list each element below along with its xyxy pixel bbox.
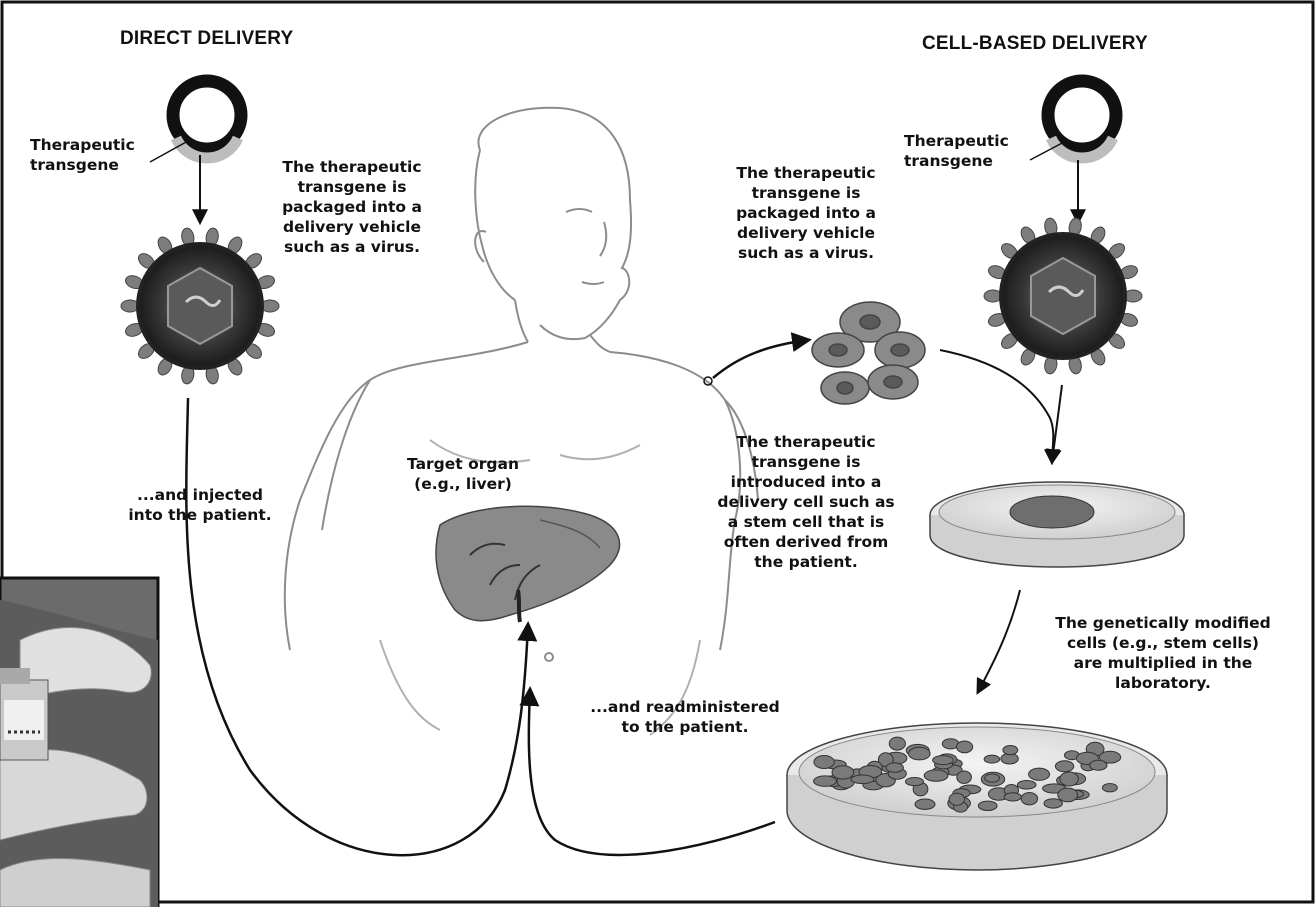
inset-photo-vial-in-hand <box>0 578 158 907</box>
readministered-text: ...and readministered to the patient. <box>560 697 810 737</box>
stem-cell-cluster <box>812 302 925 404</box>
packaged-text-left: The therapeutic transgene is packaged in… <box>252 157 452 257</box>
transgene-label-right: Therapeutic transgene <box>904 131 1009 171</box>
introduced-text: The therapeutic transgene is introduced … <box>690 432 922 572</box>
packaged-text-right: The therapeutic transgene is packaged in… <box>706 163 906 263</box>
injected-text: ...and injected into the patient. <box>105 485 295 525</box>
arrow-dish-to-dish <box>978 590 1020 692</box>
target-organ-label: Target organ (e.g., liver) <box>393 454 533 494</box>
liver-illustration <box>436 506 620 622</box>
petri-dish-lower <box>787 723 1167 870</box>
virus-right <box>984 217 1142 375</box>
cell-based-delivery-title: CELL-BASED DELIVERY <box>922 33 1148 55</box>
arrow-cells-to-dish <box>940 350 1053 462</box>
petri-dish-upper <box>930 482 1184 567</box>
plasmid-ring-left <box>173 81 241 158</box>
arrow-patient-to-cells <box>713 340 808 378</box>
transgene-label-left: Therapeutic transgene <box>30 135 135 175</box>
plasmid-ring-right <box>1048 81 1116 158</box>
multiplied-text: The genetically modified cells (e.g., st… <box>1022 613 1304 693</box>
direct-delivery-title: DIRECT DELIVERY <box>120 28 293 50</box>
arrow-virus-to-dish <box>1052 385 1062 462</box>
